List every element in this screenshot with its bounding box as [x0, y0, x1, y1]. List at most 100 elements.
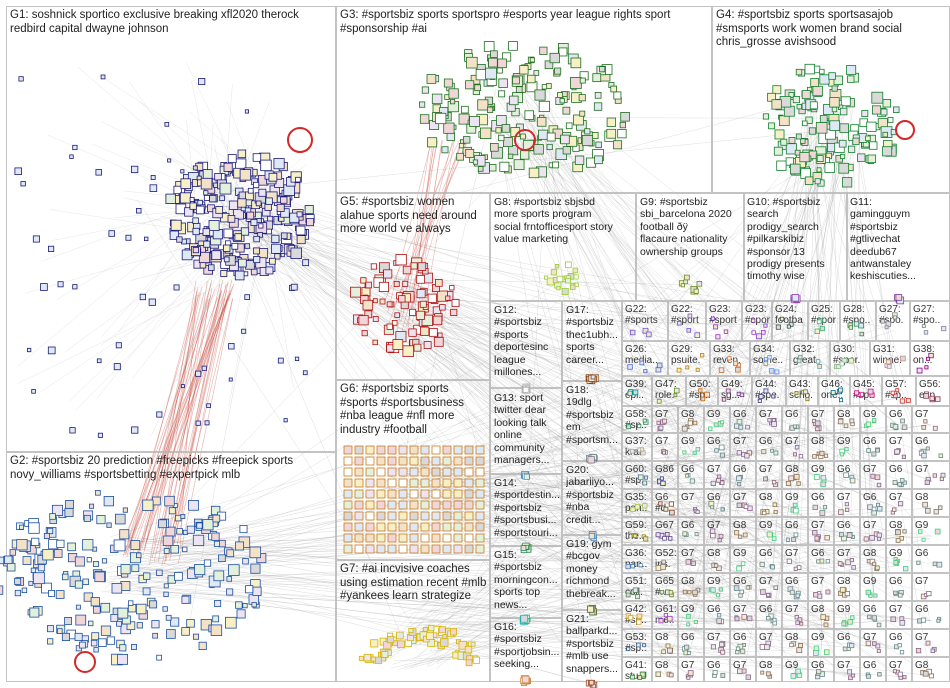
- node: [475, 478, 485, 488]
- edge: [400, 288, 834, 398]
- node: [343, 467, 353, 477]
- small-group-label: G8: [811, 604, 825, 615]
- node: [14, 589, 22, 597]
- node: [812, 85, 823, 97]
- node: [470, 641, 476, 647]
- highlight-ring: [287, 127, 313, 153]
- edge: [522, 131, 846, 508]
- edge-red: [405, 139, 463, 328]
- node: [733, 585, 740, 591]
- node: [768, 368, 775, 374]
- small-group-label: G33:: [713, 344, 735, 355]
- node: [687, 313, 693, 319]
- edge: [418, 424, 932, 488]
- node: [475, 456, 485, 466]
- node: [387, 500, 397, 510]
- node: [839, 361, 845, 367]
- group-panel: [636, 193, 744, 301]
- edge: [262, 234, 932, 455]
- node: [174, 514, 182, 522]
- node: [717, 474, 722, 479]
- node: [469, 116, 480, 127]
- group-panel: [834, 657, 860, 682]
- node: [934, 528, 941, 535]
- edge: [663, 95, 839, 650]
- node: [253, 247, 260, 255]
- edge: [409, 288, 796, 593]
- node: [644, 475, 648, 480]
- small-group-label: G25:: [811, 304, 833, 315]
- node: [28, 522, 40, 534]
- node: [354, 489, 364, 499]
- node: [498, 90, 506, 98]
- node: [202, 519, 214, 531]
- node: [836, 364, 841, 369]
- node: [713, 563, 719, 568]
- node: [502, 137, 513, 147]
- node: [235, 601, 243, 609]
- edge: [391, 537, 930, 669]
- small-group-label-line2: #sp..: [625, 615, 647, 626]
- edge: [249, 234, 526, 622]
- node: [875, 565, 880, 571]
- edge: [130, 97, 817, 281]
- node: [52, 504, 64, 516]
- node: [592, 73, 602, 83]
- small-group-label: G6: [863, 492, 877, 503]
- group-panel: [678, 406, 704, 433]
- node: [343, 533, 353, 543]
- small-group-label: G8: [655, 632, 669, 643]
- node: [581, 134, 593, 147]
- node: [636, 613, 643, 619]
- group-panel: [706, 301, 742, 341]
- edge: [120, 565, 931, 621]
- small-group-label: G6: [759, 548, 773, 559]
- node: [271, 234, 280, 243]
- node: [578, 94, 586, 102]
- node: [693, 288, 699, 294]
- node: [936, 618, 941, 623]
- node: [477, 166, 484, 172]
- node: [420, 445, 430, 455]
- node: [192, 246, 199, 254]
- edge-red: [173, 290, 222, 544]
- edge: [109, 565, 691, 580]
- node: [409, 308, 417, 316]
- edge: [524, 88, 551, 547]
- node: [820, 614, 827, 620]
- node: [875, 448, 880, 453]
- node: [227, 154, 237, 164]
- group-panel: [652, 517, 678, 545]
- small-group-label: G50:: [689, 379, 711, 390]
- node: [479, 127, 492, 139]
- group-panel: [730, 629, 756, 657]
- node: [606, 117, 616, 127]
- node: [801, 90, 811, 100]
- node: [626, 646, 631, 651]
- node: [808, 127, 817, 135]
- node: [343, 544, 353, 554]
- edge: [803, 123, 849, 566]
- node: [489, 164, 497, 172]
- group-panel: [678, 433, 704, 461]
- node: [442, 467, 452, 477]
- node: [202, 228, 211, 236]
- node: [431, 533, 441, 543]
- node: [445, 295, 451, 301]
- node: [477, 99, 489, 111]
- node: [793, 566, 798, 571]
- node: [572, 267, 579, 274]
- node: [850, 615, 855, 620]
- edge: [437, 467, 849, 538]
- node: [521, 675, 530, 684]
- node: [926, 591, 932, 597]
- node: [188, 499, 199, 511]
- node: [656, 362, 663, 369]
- group-panel: [686, 376, 718, 406]
- node: [453, 533, 463, 543]
- node: [793, 532, 799, 538]
- node: [829, 120, 841, 132]
- node: [780, 138, 788, 146]
- group-panel: [860, 545, 886, 573]
- edge: [516, 111, 637, 539]
